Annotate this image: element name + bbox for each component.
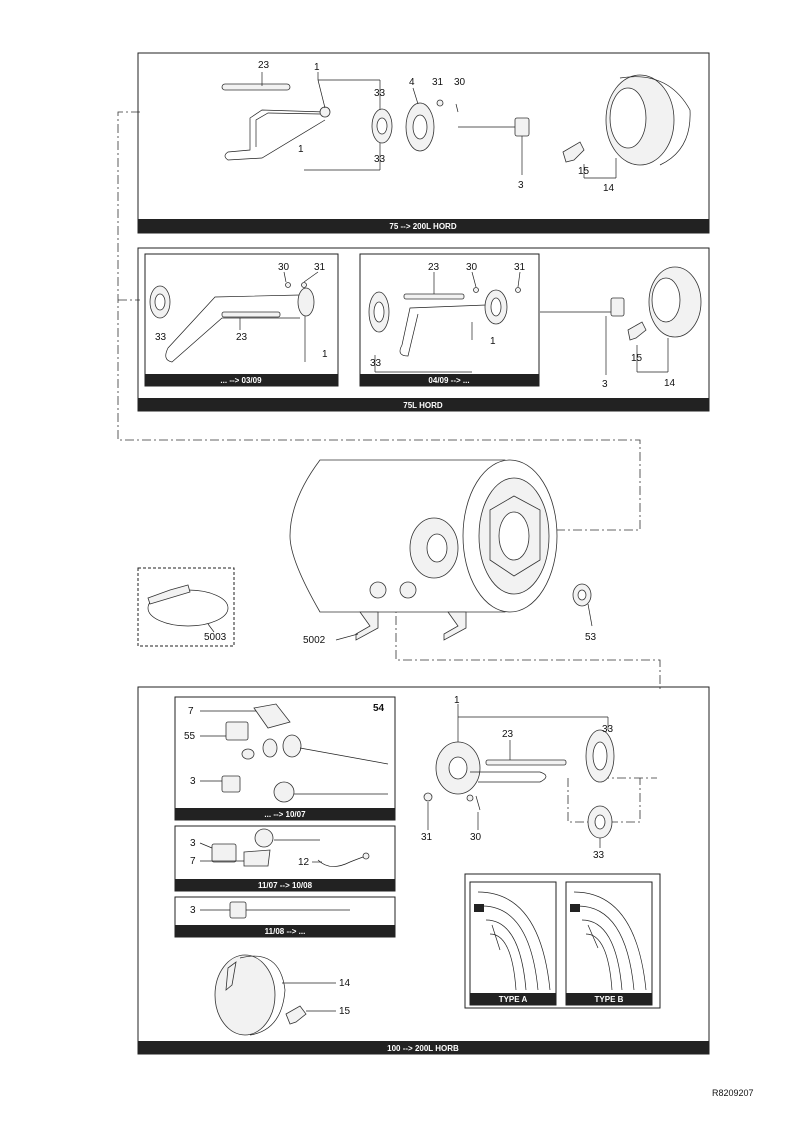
label-mid-33b: 33: [370, 358, 382, 369]
heating-element: [399, 287, 521, 357]
subpanel-right-title: 04/09 --> ...: [428, 376, 469, 385]
label-bot-23: 23: [502, 729, 514, 740]
flange-type-a: [474, 891, 551, 991]
label-bot-7a: 7: [188, 706, 194, 717]
label-mid-31b: 31: [514, 262, 526, 273]
nut-31: [436, 99, 444, 107]
heating-element: [435, 729, 615, 802]
label-top-23: 23: [258, 60, 270, 71]
label-bot-14: 14: [339, 978, 351, 989]
label-bot-33b: 33: [593, 850, 605, 861]
label-top-4: 4: [409, 77, 415, 88]
panel-middle-title: 75L HORD: [403, 401, 443, 410]
flange-plate: [405, 102, 435, 152]
label-bot-31: 31: [421, 832, 433, 843]
label-mid-31a: 31: [314, 262, 326, 273]
panel-bottom-title: 100 --> 200L HORB: [387, 1044, 459, 1053]
thermostat: [458, 117, 530, 175]
label-mid-1a: 1: [322, 349, 328, 360]
nut-31: [423, 792, 433, 802]
subpanel-b-title: 11/07 --> 10/08: [258, 881, 313, 890]
label-5003: 5003: [204, 632, 227, 643]
label-54: 54: [373, 703, 385, 714]
label-53: 53: [585, 632, 597, 643]
protective-cover: [648, 266, 702, 338]
label-mid-23a: 23: [236, 332, 248, 343]
mounting-foot: [355, 611, 379, 641]
control-knob: [225, 721, 249, 741]
figure-reference: R8209207: [712, 1088, 754, 1098]
cable-clip: [285, 1005, 307, 1025]
label-mid-15: 15: [631, 353, 643, 364]
control-bracket: [253, 703, 291, 729]
label-bot-3b: 3: [190, 838, 196, 849]
panel-top-title: 75 --> 200L HORD: [389, 222, 456, 231]
label-mid-23b: 23: [428, 262, 440, 273]
flange-type-b: [570, 891, 647, 991]
top-leaders: [261, 72, 617, 179]
gasket-ring: [371, 108, 393, 144]
anode-rod: [221, 83, 291, 91]
thermostat: [229, 901, 247, 919]
panel-top: 75 --> 200L HORD: [137, 52, 710, 234]
subpanel-c-title: 11/08 --> ...: [265, 927, 306, 936]
label-bot-1: 1: [454, 695, 460, 706]
label-55: 55: [184, 731, 196, 742]
panel-bottom: 100 --> 200L HORB ... --> 10/07 54 7 55 …: [137, 686, 710, 1055]
panel-middle: 75L HORD ... --> 03/09 30 31 33 23 1 04/…: [137, 247, 710, 412]
label-top-30: 30: [454, 77, 466, 88]
protective-cover: [605, 74, 691, 166]
label-bot-30: 30: [470, 832, 482, 843]
mounting-foot: [443, 611, 467, 641]
label-bot-3c: 3: [190, 905, 196, 916]
label-top-14: 14: [603, 183, 615, 194]
label-mid-33a: 33: [155, 332, 167, 343]
cable-clip: [627, 321, 647, 341]
label-5002: 5002: [303, 635, 326, 646]
subpanel-a-title: ... --> 10/07: [264, 810, 306, 819]
thermostat: [221, 775, 241, 793]
thermostat: [211, 843, 237, 863]
label-top-31: 31: [432, 77, 444, 88]
label-mid-1b: 1: [490, 336, 496, 347]
heating-element: [165, 282, 315, 363]
subpanel-left-title: ... --> 03/09: [220, 376, 262, 385]
label-mid-30b: 30: [466, 262, 478, 273]
heating-element: [224, 106, 331, 161]
label-bot-15: 15: [339, 1006, 351, 1017]
protective-cover: [214, 954, 286, 1036]
control-bracket: [243, 849, 271, 867]
type-b-label: TYPE B: [595, 995, 624, 1004]
drain-plug: [572, 583, 593, 627]
label-top-1b: 1: [298, 144, 304, 155]
label-top-1a: 1: [314, 62, 320, 73]
label-mid-30a: 30: [278, 262, 290, 273]
label-mid-3: 3: [602, 379, 608, 390]
screw-30: [455, 103, 459, 113]
mounting-strap: [137, 567, 235, 647]
type-a-label: TYPE A: [499, 995, 528, 1004]
label-top-33a: 33: [374, 88, 386, 99]
label-top-15: 15: [578, 166, 590, 177]
thermostat: [610, 297, 625, 317]
label-bot-33a: 33: [602, 724, 614, 735]
screw-30: [475, 795, 481, 811]
leader-5002: [335, 633, 359, 641]
cable-clip: [562, 141, 585, 163]
label-bot-7b: 7: [190, 856, 196, 867]
earth-wire: [362, 852, 370, 860]
label-bot-3a: 3: [190, 776, 196, 787]
water-heater-tank: [289, 459, 558, 641]
label-mid-14: 14: [664, 378, 676, 389]
label-top-3: 3: [518, 180, 524, 191]
label-12: 12: [298, 857, 310, 868]
label-top-33b: 33: [374, 154, 386, 165]
